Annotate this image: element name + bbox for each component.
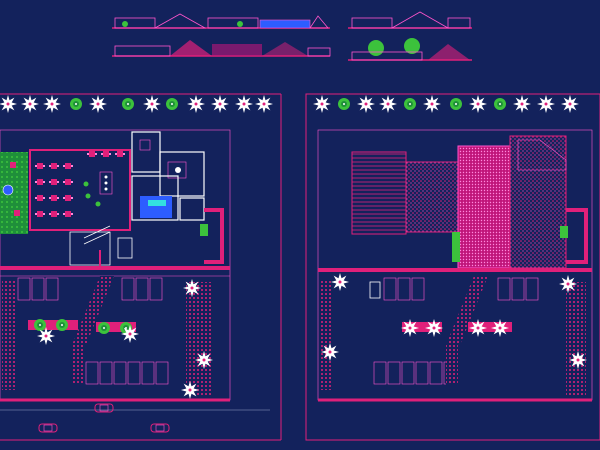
elevations-group (112, 11, 472, 61)
roof-structures (351, 135, 567, 269)
dining-hall (29, 149, 131, 231)
parking-bays-bottom (85, 361, 169, 385)
entrance-stairs (69, 225, 133, 268)
elevation-2a (348, 11, 472, 29)
elevation-2b (348, 38, 472, 61)
elevation-1a (112, 13, 330, 29)
kitchen-block (131, 131, 205, 221)
tree-row-top-roof (313, 95, 579, 113)
elevation-1c (112, 40, 331, 57)
fountain-icon (2, 184, 14, 196)
parking-bays-top (17, 277, 163, 301)
walkway-paving (72, 276, 114, 345)
floor-plan-sheet (0, 93, 282, 441)
tree-row-top (0, 95, 273, 113)
planter (28, 320, 78, 330)
car-icon (94, 403, 114, 413)
roof-plan-sheet (305, 93, 600, 441)
